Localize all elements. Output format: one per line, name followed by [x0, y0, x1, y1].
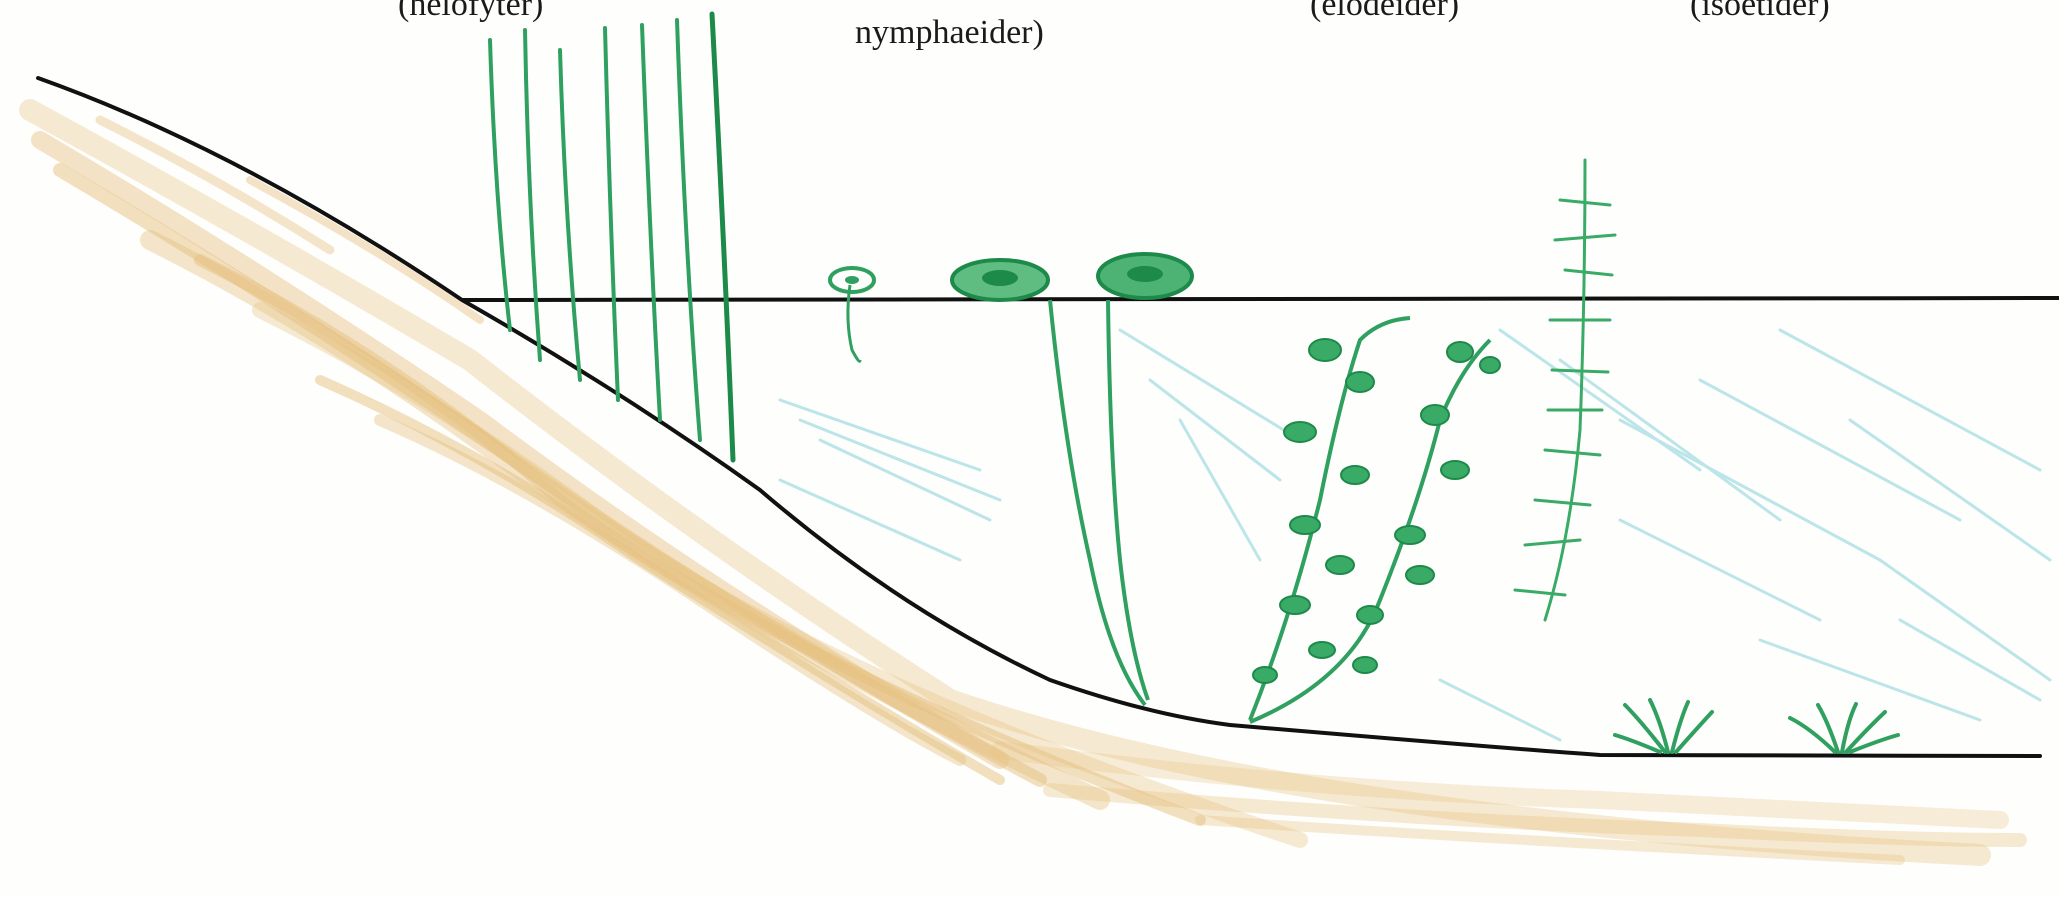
- large-lily: [1098, 254, 1192, 700]
- water-stroke: [1440, 680, 1560, 740]
- submerged-label: (elodeider): [1310, 0, 1459, 22]
- lily-stem: [1108, 300, 1148, 700]
- lily-pad-center: [982, 270, 1018, 286]
- leaf: [1284, 422, 1316, 442]
- shore-profile-line: [38, 78, 2040, 756]
- lily-pad-center: [1127, 266, 1163, 282]
- submerged-plants: [1250, 318, 1500, 722]
- water-stroke: [1150, 380, 1280, 480]
- water-stroke: [1180, 420, 1260, 560]
- branched-plant-stem: [1545, 160, 1585, 620]
- leaf: [1421, 405, 1449, 425]
- medium-lily: [952, 260, 1145, 705]
- water-stroke: [780, 400, 980, 470]
- bottom-rosette-label: (isoetider): [1690, 0, 1830, 22]
- bottom-rosettes: [1615, 700, 1898, 752]
- floating-leaved-label: nymphaeider): [855, 16, 1044, 50]
- lily-pad-center: [845, 276, 859, 284]
- sediment-stroke: [380, 420, 960, 760]
- submerged-stem: [1250, 318, 1410, 720]
- leaf: [1341, 466, 1369, 484]
- branch: [1535, 500, 1590, 505]
- submerged-leaves: [1253, 339, 1500, 683]
- water-stroke: [800, 420, 1000, 500]
- lily-stem: [848, 285, 860, 361]
- water-stroke: [1500, 330, 1700, 470]
- leaf: [1353, 657, 1377, 673]
- branch: [1552, 370, 1608, 372]
- water-stroke: [1900, 620, 2040, 700]
- sediment-stroke: [100, 120, 330, 250]
- emergent-label: (helofyter): [398, 0, 543, 22]
- branch: [1525, 540, 1580, 545]
- leaf: [1447, 342, 1473, 362]
- water-stroke: [1850, 420, 2050, 560]
- reed-stem: [677, 20, 700, 440]
- leaf: [1253, 667, 1277, 683]
- reed-stem: [560, 50, 580, 380]
- leaf: [1395, 526, 1425, 544]
- leaf: [1441, 461, 1469, 479]
- water-stroke: [1780, 330, 2040, 470]
- small-lily: [830, 268, 874, 361]
- water-stroke: [1760, 640, 1980, 720]
- rosette: [1615, 700, 1712, 752]
- leaf: [1290, 516, 1320, 534]
- reed-stem: [642, 25, 660, 420]
- water-stroke: [1560, 360, 1780, 520]
- leaf: [1280, 596, 1310, 614]
- reed-stem: [712, 14, 733, 460]
- water-stroke: [1620, 520, 1820, 620]
- water-stroke: [1700, 380, 1960, 520]
- sediment-layer: [30, 110, 2020, 860]
- floating-leaved-plants: [830, 254, 1192, 705]
- reed-stem: [490, 40, 510, 330]
- leaf: [1346, 372, 1374, 392]
- branch: [1515, 590, 1565, 595]
- water-stroke: [1120, 330, 1300, 440]
- water-surface-line: [462, 298, 2059, 300]
- leaf: [1357, 606, 1383, 624]
- reed-stem: [605, 28, 618, 400]
- leaf: [1309, 339, 1341, 361]
- branch: [1565, 270, 1612, 275]
- lily-stem: [1050, 300, 1145, 705]
- rosette: [1790, 704, 1898, 752]
- leaf: [1480, 357, 1500, 373]
- leaf: [1406, 566, 1434, 584]
- reed-stem: [525, 30, 540, 360]
- leaf: [1326, 556, 1354, 574]
- branch: [1545, 450, 1600, 455]
- leaf: [1309, 642, 1335, 658]
- water-stroke: [1880, 560, 2050, 680]
